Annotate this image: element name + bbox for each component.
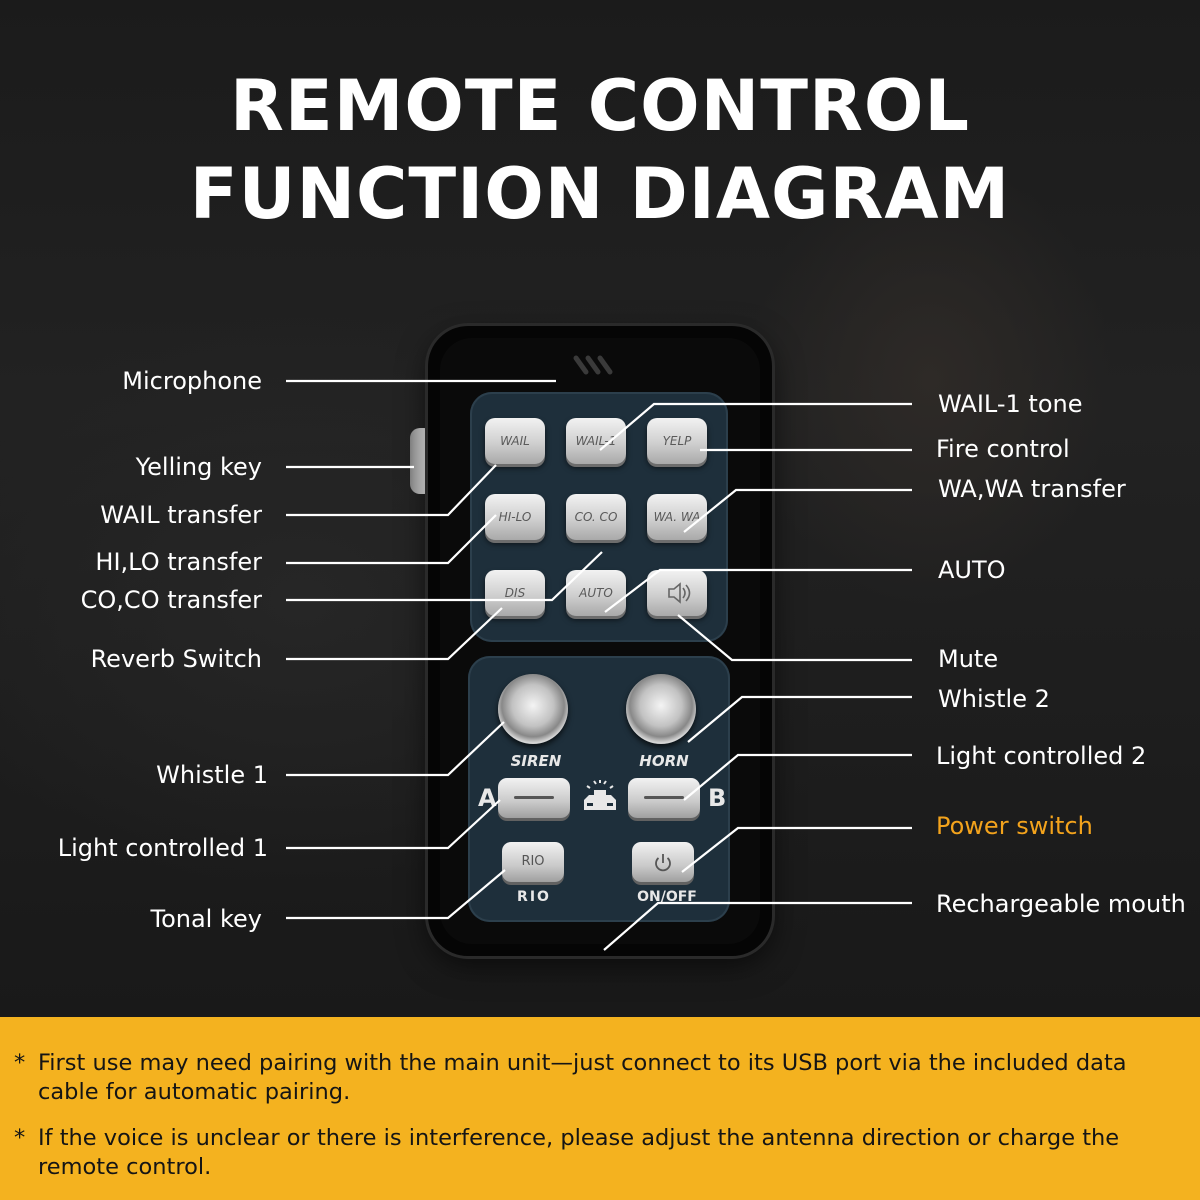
microphone-grill-icon bbox=[573, 355, 613, 375]
callout-whistle-1: Whistle 1 bbox=[156, 761, 268, 789]
title-line-2: FUNCTION DIAGRAM bbox=[189, 153, 1011, 235]
speaker-mute-icon bbox=[668, 582, 691, 604]
power-icon bbox=[655, 854, 671, 872]
line-wail-transfer bbox=[286, 464, 497, 517]
line-rechargeable-mouth bbox=[603, 901, 912, 951]
police-car-light-icon bbox=[584, 780, 616, 810]
rio-caption: RIO bbox=[517, 889, 551, 905]
callout-power-switch: Power switch bbox=[936, 812, 1093, 840]
callout-fire-control: Fire control bbox=[936, 435, 1070, 463]
light-a-button[interactable] bbox=[498, 778, 570, 818]
horn-button[interactable] bbox=[626, 674, 696, 744]
line-wawa-transfer bbox=[683, 488, 912, 533]
callout-whistle-2: Whistle 2 bbox=[938, 685, 1050, 713]
note-pairing: * First use may need pairing with the ma… bbox=[14, 1049, 1174, 1107]
callout-light-controlled-2: Light controlled 2 bbox=[936, 742, 1147, 770]
note-bullet: * bbox=[14, 1125, 26, 1151]
callout-wail-transfer: WAIL transfer bbox=[100, 501, 262, 529]
power-button[interactable] bbox=[632, 842, 694, 882]
onoff-caption: ON/OFF bbox=[637, 889, 697, 905]
callout-wawa-transfer: WA,WA transfer bbox=[938, 475, 1126, 503]
line-whistle-1 bbox=[286, 721, 505, 777]
callout-hilo-transfer: HI,LO transfer bbox=[95, 548, 262, 576]
wail1-key[interactable]: WAIL-1 bbox=[566, 418, 626, 464]
page-title: REMOTE CONTROL FUNCTION DIAGRAM bbox=[0, 62, 1200, 238]
callout-tonal-key: Tonal key bbox=[150, 905, 263, 933]
line-light-controlled-1 bbox=[286, 799, 501, 850]
callout-auto: AUTO bbox=[938, 556, 1006, 584]
callout-microphone: Microphone bbox=[122, 367, 262, 395]
siren-caption: SIREN bbox=[510, 752, 562, 770]
callout-mute: Mute bbox=[938, 645, 999, 673]
callout-light-controlled-1: Light controlled 1 bbox=[57, 834, 268, 862]
light-a-letter: A bbox=[478, 784, 497, 812]
callout-coco-transfer: CO,CO transfer bbox=[80, 586, 262, 614]
note-pairing-text: First use may need pairing with the main… bbox=[38, 1050, 1127, 1105]
line-whistle-2 bbox=[687, 695, 912, 743]
line-auto bbox=[604, 568, 912, 613]
wawa-key[interactable]: WA. WA bbox=[647, 494, 707, 540]
siren-button[interactable] bbox=[498, 674, 568, 744]
callout-rechargeable-mouth: Rechargeable mouth bbox=[936, 890, 1186, 918]
callout-yelling-key: Yelling key bbox=[135, 453, 262, 481]
wail-key[interactable]: WAIL bbox=[485, 418, 545, 464]
mute-key[interactable] bbox=[647, 570, 707, 616]
light-b-letter: B bbox=[708, 784, 727, 812]
note-bullet: * bbox=[14, 1050, 26, 1076]
line-reverb-switch bbox=[286, 607, 503, 661]
title-line-1: REMOTE CONTROL bbox=[229, 65, 971, 147]
line-wail1-tone bbox=[599, 402, 912, 451]
line-tonal-key bbox=[286, 869, 506, 920]
line-mute bbox=[677, 614, 912, 662]
dis-key[interactable]: DIS bbox=[485, 570, 545, 616]
notes-banner: * First use may need pairing with the ma… bbox=[0, 1017, 1200, 1200]
callout-wail1-tone: WAIL-1 tone bbox=[938, 390, 1083, 418]
callout-reverb-switch: Reverb Switch bbox=[90, 645, 262, 673]
line-hilo-transfer bbox=[286, 514, 497, 565]
coco-key[interactable]: CO. CO bbox=[566, 494, 626, 540]
line-coco-transfer bbox=[286, 551, 603, 602]
line-power-switch bbox=[681, 826, 912, 873]
yelp-key[interactable]: YELP bbox=[647, 418, 707, 464]
note-interference-text: If the voice is unclear or there is inte… bbox=[38, 1125, 1120, 1180]
horn-caption: HORN bbox=[639, 752, 689, 770]
note-interference: * If the voice is unclear or there is in… bbox=[14, 1124, 1174, 1182]
rio-button[interactable]: RIO bbox=[502, 842, 564, 882]
callout-leader-lines bbox=[286, 379, 912, 951]
line-light-controlled-2 bbox=[683, 753, 912, 801]
